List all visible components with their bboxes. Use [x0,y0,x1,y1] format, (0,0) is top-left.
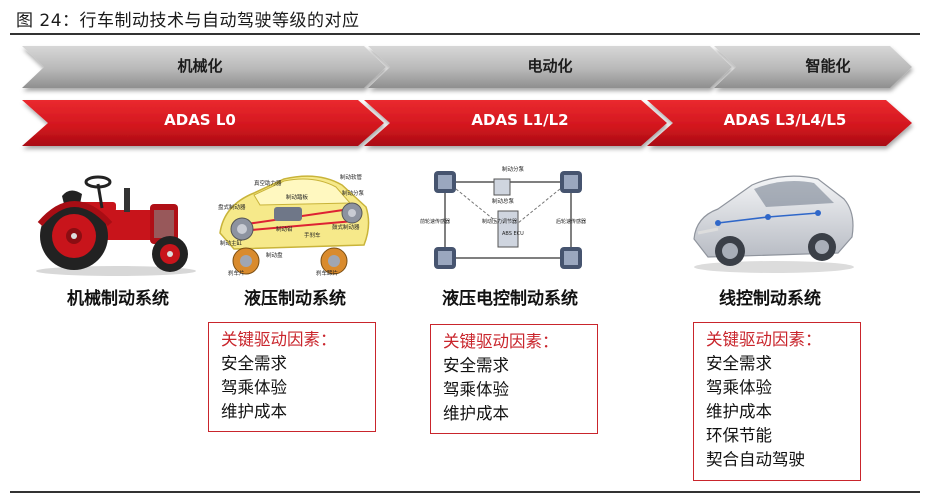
hydraulic-diagram-label-10: 刹车片 [228,269,245,277]
system-label-hydraulic: 液压制动系统 [244,289,346,309]
system-label-mechanical: 机械制动系统 [67,289,169,309]
stage-label-intelligence: 智能化 [805,57,851,75]
stage-arrow-3 [714,46,912,88]
hydraulic-diagram-label-7: 手刹车 [304,231,321,239]
arrow-bands [22,46,912,146]
stage-label-mechanization: 机械化 [177,57,223,75]
driving-factors-title: 关键驱动因素： [443,332,559,351]
electro-hydraulic-brake-diagram-icon: 制动分泵 制动总泵 制动压力调节器 ABS ECU 前轮速传感器 后轮速传感器 [420,165,586,269]
driving-factor-item: 契合自动驾驶 [706,450,805,469]
driving-factors-box-brake-by-wire: 关键驱动因素： 安全需求 驾乘体验 维护成本 环保节能 契合自动驾驶 [693,322,861,481]
hydraulic-diagram-label-11: 制动盘 [266,251,283,259]
driving-factor-item: 维护成本 [706,402,772,421]
hydraulic-diagram-label-5: 鼓式制动器 [332,223,360,231]
tractor-icon [36,175,196,276]
stage-arrow-1 [22,46,386,88]
driving-factor-item: 维护成本 [443,404,509,423]
electro-diagram-label-3: 制动压力调节器 [482,218,517,225]
driving-factor-item: 驾乘体验 [443,380,509,399]
brake-by-wire-car-icon [693,175,854,273]
system-label-brake-by-wire: 线控制动系统 [719,289,821,309]
hydraulic-diagram-label-2: 制动踏板 [286,193,309,201]
stage-arrow-2 [368,46,732,88]
driving-factor-item: 驾乘体验 [221,378,287,397]
top-rule [10,33,920,35]
hydraulic-diagram-label-12: 刹车蹄片 [316,269,338,277]
bottom-rule [10,491,920,493]
hydraulic-diagram-label-1: 真空助力器 [254,179,282,187]
hydraulic-diagram-label-6: 制动主缸 [220,239,243,247]
level-arrow-1 [22,100,384,146]
hydraulic-diagram-label-9: 制动分泵 [342,189,365,197]
system-label-electro-hydraulic: 液压电控制动系统 [442,289,578,309]
hydraulic-diagram-label-3: 盘式制动器 [218,203,246,211]
electro-diagram-label-5: 前轮速传感器 [420,218,450,225]
adas-level-l0: ADAS L0 [164,111,236,129]
figure-title: 图 24：行车制动技术与自动驾驶等级的对应 [16,11,360,31]
level-arrow-2 [364,100,667,146]
driving-factors-title: 关键驱动因素： [221,330,337,349]
driving-factor-item: 安全需求 [706,354,772,373]
electro-diagram-label-6: 后轮速传感器 [556,218,586,225]
stage-label-electrification: 电动化 [527,57,573,75]
hydraulic-brake-car-diagram-icon: 真空助力器 制动踏板 盘式制动器 制动软管 鼓式制动器 制动主缸 手刹车 制动钳… [218,173,370,277]
driving-factor-item: 安全需求 [443,356,509,375]
adas-level-l1-l2: ADAS L1/L2 [471,111,569,129]
electro-diagram-label-1: 制动分泵 [502,165,525,173]
driving-factor-item: 安全需求 [221,354,287,373]
driving-factor-item: 驾乘体验 [706,378,772,397]
electro-diagram-label-2: 制动总泵 [492,197,515,205]
level-arrow-3 [647,100,912,146]
driving-factors-title: 关键驱动因素： [706,330,822,349]
electro-diagram-label-4: ABS ECU [502,231,524,237]
driving-factors-box-electro-hydraulic: 关键驱动因素： 安全需求 驾乘体验 维护成本 [430,324,598,434]
hydraulic-diagram-label-8: 制动钳 [276,225,293,233]
adas-level-l3-l5: ADAS L3/L4/L5 [723,111,847,129]
driving-factor-item: 环保节能 [706,426,772,445]
hydraulic-diagram-label-4: 制动软管 [340,173,363,181]
driving-factors-box-hydraulic: 关键驱动因素： 安全需求 驾乘体验 维护成本 [208,322,376,432]
driving-factor-item: 维护成本 [221,402,287,421]
